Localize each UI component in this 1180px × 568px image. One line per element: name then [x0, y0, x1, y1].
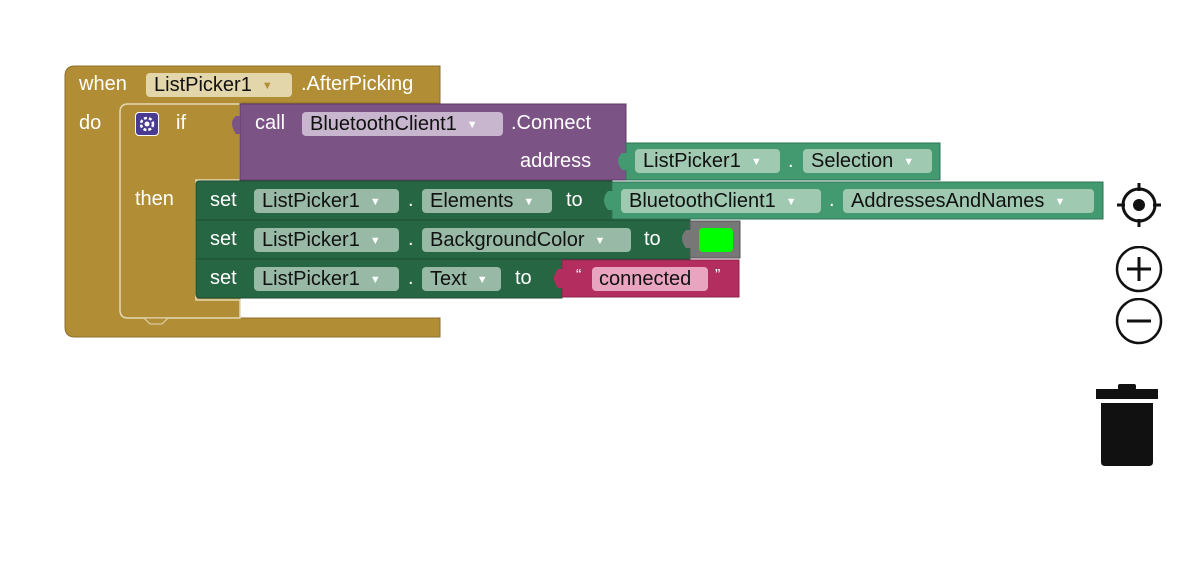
set-bg-component-label: ListPicker1	[262, 229, 360, 251]
dot-separator: .	[408, 267, 414, 289]
selection-property-dropdown[interactable]: Selection ▼	[803, 149, 932, 173]
crosshair-icon[interactable]	[1116, 182, 1162, 228]
chevron-down-icon: ▼	[523, 195, 535, 208]
addresses-property-dropdown[interactable]: AddressesAndNames ▼	[843, 189, 1094, 213]
do-label: do	[79, 112, 102, 134]
zoom-in-icon[interactable]	[1114, 246, 1164, 296]
set-elements-component-label: ListPicker1	[262, 190, 360, 212]
call-label: call	[255, 112, 286, 134]
text-value-field[interactable]: connected	[592, 267, 708, 291]
set-elements-property-dropdown[interactable]: Elements ▼	[422, 189, 552, 213]
addresses-property-label: AddressesAndNames	[851, 190, 1045, 212]
set-bg-component-dropdown[interactable]: ListPicker1 ▼	[254, 228, 399, 252]
set-text-property-dropdown[interactable]: Text ▼	[422, 267, 501, 291]
set-text-component-label: ListPicker1	[262, 268, 360, 290]
selection-component-dropdown[interactable]: ListPicker1 ▼	[635, 149, 780, 173]
trash-icon[interactable]	[1094, 382, 1160, 468]
chevron-down-icon: ▼	[1054, 195, 1066, 208]
dot-separator: .	[788, 150, 794, 172]
selection-property-label: Selection	[811, 150, 894, 172]
chevron-down-icon: ▼	[785, 195, 797, 208]
chevron-down-icon: ▼	[466, 118, 478, 131]
event-component-dropdown[interactable]: ListPicker1 ▼	[146, 73, 292, 97]
set-label: set	[210, 267, 237, 289]
to-label: to	[566, 189, 583, 211]
when-label: when	[79, 73, 127, 95]
call-component-label: BluetoothClient1	[310, 113, 457, 135]
open-quote: “	[576, 267, 582, 284]
set-label: set	[210, 228, 237, 250]
chevron-down-icon: ▼	[476, 273, 488, 286]
to-label: to	[515, 267, 532, 289]
close-quote: ”	[715, 267, 721, 284]
then-label: then	[135, 188, 174, 210]
dot-separator: .	[829, 189, 835, 211]
event-component-label: ListPicker1	[154, 74, 252, 96]
set-text-property-label: Text	[430, 268, 467, 290]
to-label: to	[644, 228, 661, 250]
set-elements-component-dropdown[interactable]: ListPicker1 ▼	[254, 189, 399, 213]
addresses-component-label: BluetoothClient1	[629, 190, 776, 212]
chevron-down-icon: ▼	[369, 195, 381, 208]
gear-icon[interactable]	[135, 112, 159, 136]
event-name: .AfterPicking	[301, 73, 414, 95]
set-bg-property-dropdown[interactable]: BackgroundColor ▼	[422, 228, 631, 252]
method-name: .Connect	[511, 112, 592, 134]
chevron-down-icon: ▼	[261, 79, 273, 92]
zoom-out-icon[interactable]	[1114, 298, 1164, 348]
set-elements-property-label: Elements	[430, 190, 514, 212]
set-text-component-dropdown[interactable]: ListPicker1 ▼	[254, 267, 399, 291]
chevron-down-icon: ▼	[750, 155, 762, 168]
selection-component-label: ListPicker1	[643, 150, 741, 172]
call-component-dropdown[interactable]: BluetoothClient1 ▼	[302, 112, 503, 136]
address-label: address	[520, 150, 592, 172]
chevron-down-icon: ▼	[369, 234, 381, 247]
chevron-down-icon: ▼	[369, 273, 381, 286]
chevron-down-icon: ▼	[594, 234, 606, 247]
if-label: if	[176, 112, 186, 134]
chevron-down-icon: ▼	[903, 155, 915, 168]
dot-separator: .	[408, 189, 414, 211]
color-swatch[interactable]	[699, 228, 733, 252]
set-bg-property-label: BackgroundColor	[430, 229, 585, 251]
addresses-component-dropdown[interactable]: BluetoothClient1 ▼	[621, 189, 821, 213]
dot-separator: .	[408, 228, 414, 250]
set-label: set	[210, 189, 237, 211]
